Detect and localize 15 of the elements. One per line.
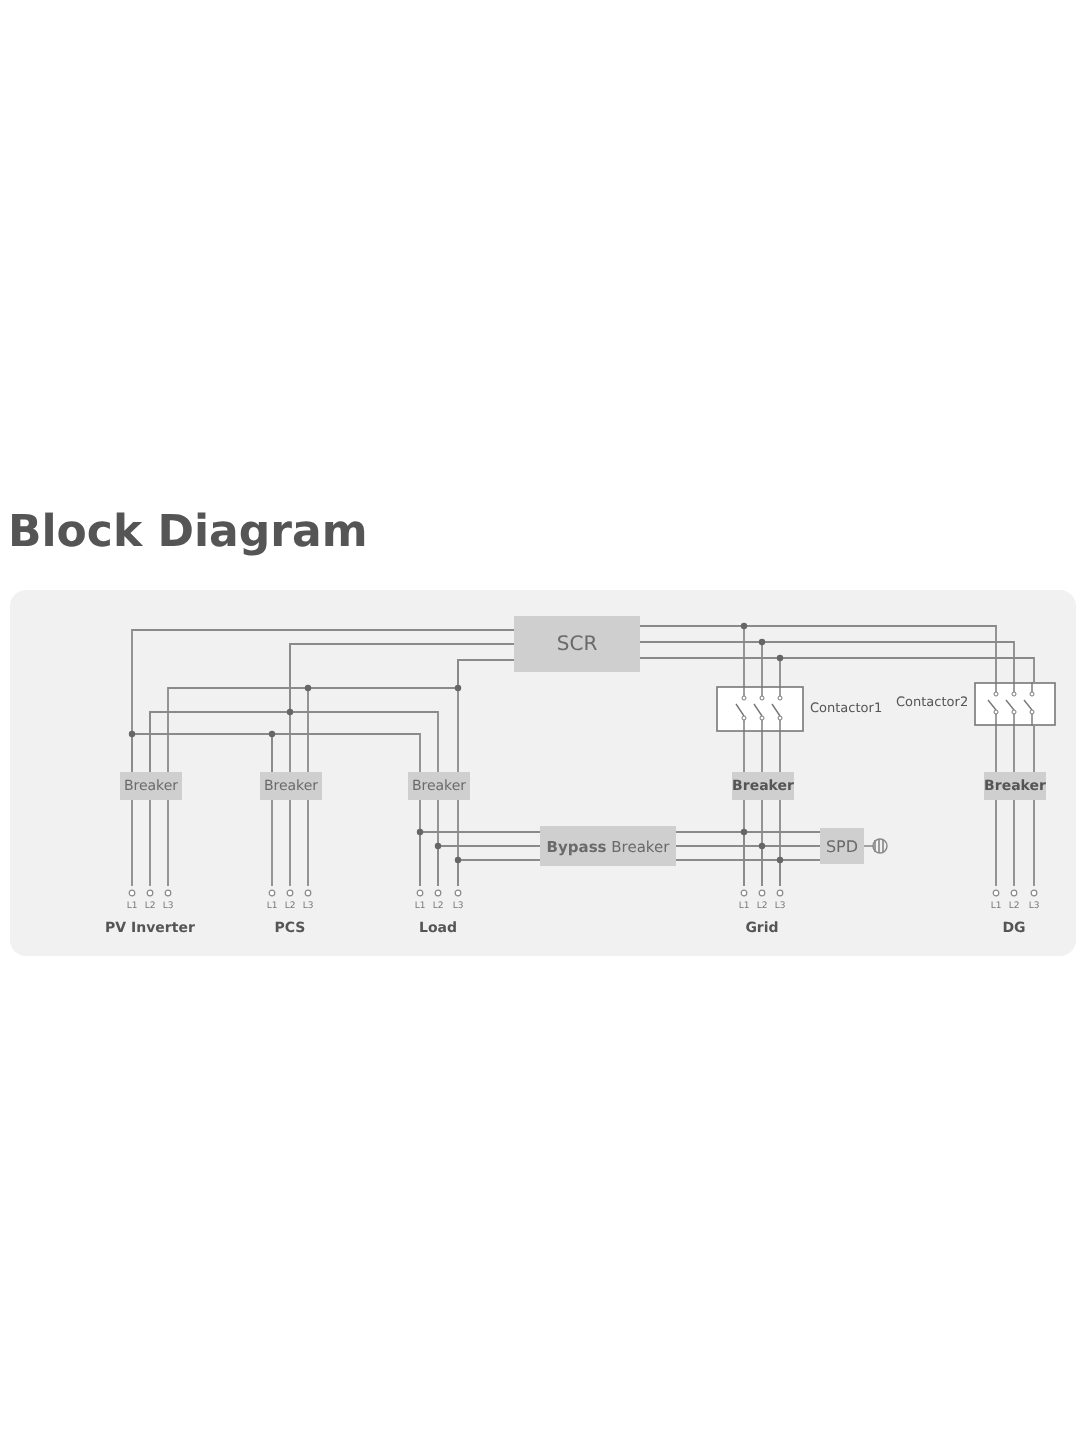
- wire: [131, 629, 515, 773]
- wire: [131, 733, 273, 773]
- spd-box: SPD: [820, 828, 864, 864]
- wire: [271, 733, 421, 773]
- diagram-title: Block Diagram: [8, 508, 368, 558]
- wire: [419, 831, 541, 887]
- wire: [995, 799, 1035, 887]
- scr-box: SCR: [514, 616, 640, 672]
- wire: [457, 659, 515, 773]
- wire: [271, 799, 309, 887]
- wire: [149, 711, 439, 773]
- wire: [995, 725, 1035, 773]
- wire: [675, 831, 821, 861]
- wire: [743, 731, 781, 773]
- wire: [131, 799, 169, 887]
